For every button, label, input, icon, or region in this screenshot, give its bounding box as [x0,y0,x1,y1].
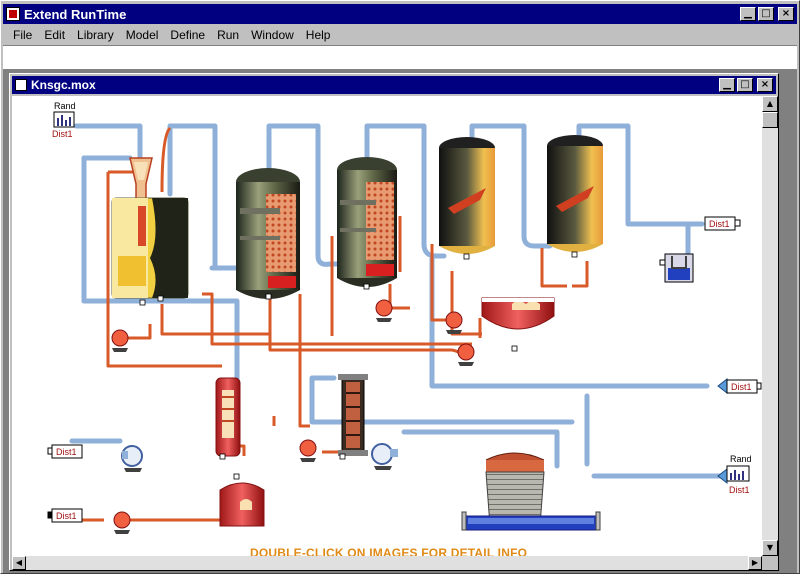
vertical-scrollbar[interactable]: ▲ ▼ [762,96,778,556]
menu-bar: File Edit Library Model Define Run Windo… [3,25,797,45]
mdi-client-area: Knsgc.mox ▁ □ × [3,69,797,573]
app-title: Extend RunTime [24,6,127,22]
model-maximize-button[interactable]: □ [737,78,753,92]
dist-block-right-mid[interactable]: Dist1 [717,377,762,395]
distillation-column-2[interactable] [337,157,397,287]
connectors [139,251,578,480]
model-window: Knsgc.mox ▁ □ × [9,73,779,571]
scroll-down-button[interactable]: ▼ [762,540,778,556]
scrollbar-corner [762,556,778,570]
app-maximize-button[interactable]: □ [758,7,774,21]
document-icon[interactable] [15,79,27,91]
water-pump-1[interactable] [121,445,143,472]
dist-block-left-bottom[interactable]: Dist1 [47,508,83,523]
dist-right-top-label: Dist1 [709,219,730,229]
app-icon[interactable] [6,7,20,21]
blue-pipes [69,123,725,479]
rand-right-label: Rand [730,454,752,464]
scroll-left-button[interactable]: ◀ [12,556,26,570]
pump-2[interactable] [375,299,393,322]
water-pump-2[interactable] [371,443,398,470]
scroll-right-button[interactable]: ▶ [748,556,762,570]
evaporator-unit[interactable] [111,157,189,299]
cooling-tower[interactable] [461,452,601,531]
dist-left-bottom-label: Dist1 [56,511,77,521]
heat-exchanger[interactable] [338,374,368,456]
horizontal-scrollbar[interactable]: ◀ ▶ [12,556,762,570]
pump-4[interactable] [457,343,475,366]
collection-tank[interactable] [659,253,694,283]
model-close-button[interactable]: × [757,78,773,92]
dist-right-mid-label: Dist1 [731,382,752,392]
process-diagram: Rand Dist1 [47,101,762,534]
menu-edit[interactable]: Edit [44,28,66,42]
rand-top-dist: Dist1 [52,129,73,139]
instruction-text: DOUBLE-CLICK ON IMAGES FOR DETAIL INFO [250,546,528,556]
dist-block-left-mid[interactable]: Dist1 [47,444,83,459]
model-minimize-button[interactable]: ▁ [719,78,735,92]
pump-6[interactable] [113,511,131,534]
app-close-button[interactable]: × [778,7,794,21]
menu-library[interactable]: Library [77,28,114,42]
app-minimize-button[interactable]: ▁ [740,7,756,21]
reboiler-2[interactable] [547,135,603,252]
distillation-column-1[interactable] [236,168,300,299]
separator-tank[interactable] [481,297,555,330]
toolbar-area [3,45,797,69]
pump-3[interactable] [445,311,463,334]
pump-1[interactable] [111,329,129,352]
model-title-bar[interactable]: Knsgc.mox ▁ □ × [12,76,776,94]
menu-window[interactable]: Window [251,28,294,42]
menu-model[interactable]: Model [125,28,159,42]
vertical-scroll-thumb[interactable] [762,112,778,128]
app-title-bar[interactable]: Extend RunTime ▁ □ × [3,4,797,24]
scroll-up-button[interactable]: ▲ [762,96,778,112]
menu-help[interactable]: Help [305,28,331,42]
condenser-column[interactable] [215,377,241,457]
model-canvas[interactable]: Rand Dist1 [12,96,762,556]
pump-5[interactable] [299,439,317,462]
model-title: Knsgc.mox [31,78,96,92]
rand-top-label: Rand [54,101,76,111]
menu-run[interactable]: Run [217,28,240,42]
receiver-tank[interactable] [219,482,265,527]
reboiler-1[interactable] [439,137,495,254]
rand-dist-block-top[interactable]: Rand Dist1 [52,101,76,139]
dist-left-mid-label: Dist1 [56,447,77,457]
rand-right-dist: Dist1 [729,485,750,495]
menu-file[interactable]: File [13,28,33,42]
menu-define[interactable]: Define [170,28,206,42]
rand-dist-block-right[interactable]: Rand Dist1 [717,454,752,495]
dist-block-right-top[interactable]: Dist1 [704,216,741,231]
